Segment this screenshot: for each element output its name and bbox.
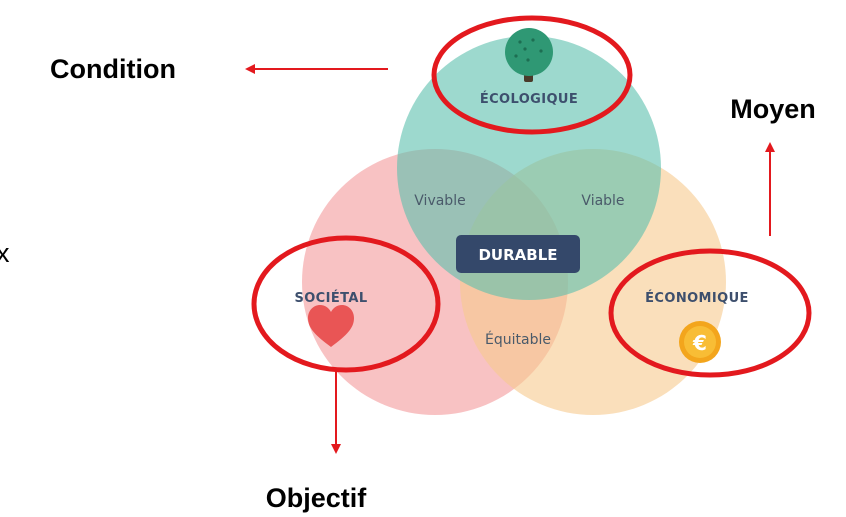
label-vivable: Vivable <box>414 193 465 209</box>
label-condition: Condition <box>50 54 176 84</box>
heart-icon <box>308 305 354 347</box>
label-viable: Viable <box>581 193 624 209</box>
edge-fragment-text: x <box>0 238 10 268</box>
label-equitable: Équitable <box>485 331 551 348</box>
highlight-economique <box>608 248 812 378</box>
label-ecologique: ÉCOLOGIQUE <box>480 91 578 107</box>
durable-badge: DURABLE <box>456 235 580 273</box>
arrows <box>245 64 775 454</box>
label-societal: SOCIÉTAL <box>294 290 367 306</box>
euro-coin-icon: € <box>679 321 721 363</box>
highlight-societal <box>251 235 441 373</box>
tree-icon <box>505 28 553 82</box>
label-economique: ÉCONOMIQUE <box>645 290 749 306</box>
highlight-ellipses <box>251 15 812 378</box>
label-objectif: Objectif <box>266 483 368 513</box>
svg-text:€: € <box>692 331 707 355</box>
label-durable: DURABLE <box>478 246 557 264</box>
venn-circles <box>302 36 726 415</box>
circle-ecologique <box>397 36 661 300</box>
highlight-ecologique <box>431 15 633 135</box>
label-moyen: Moyen <box>730 94 816 124</box>
